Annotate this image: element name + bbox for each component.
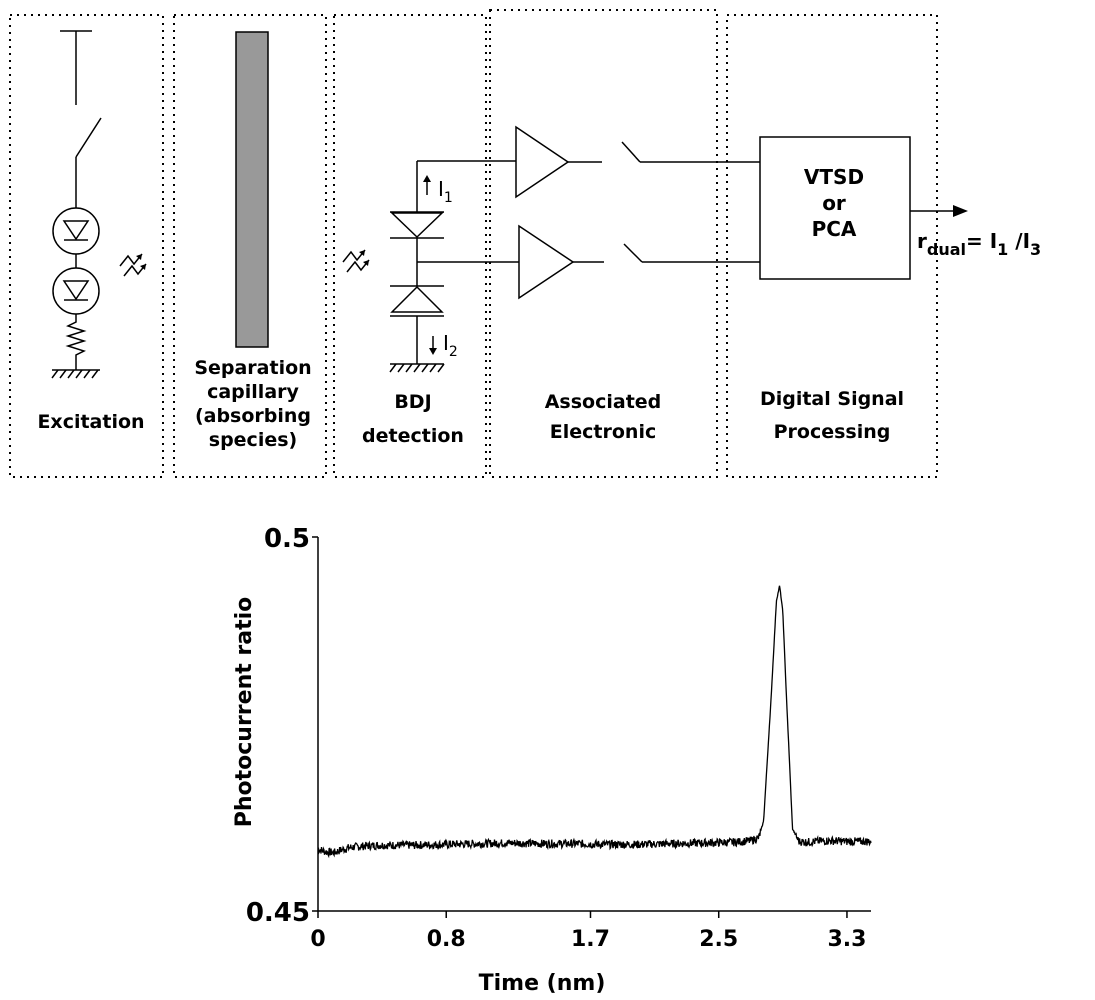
dsp-box-line-1: VTSD — [804, 165, 864, 189]
bdj-section: I1 I2 BDJ detection — [342, 161, 464, 447]
current-i1-arrow-icon — [423, 175, 431, 195]
y-ticks: 0.5 0.45 — [246, 524, 318, 928]
light-emission-icon — [119, 253, 147, 277]
dsp-label-1: Digital Signal — [760, 388, 904, 410]
capillary-section: Separation capillary (absorbing species) — [194, 31, 312, 451]
x-tick-label: 1.7 — [571, 927, 610, 952]
bdj-label-1: BDJ — [394, 391, 431, 413]
excitation-label: Excitation — [37, 411, 144, 433]
diode-upper — [390, 211, 444, 239]
y-tick-label: 0.45 — [246, 898, 310, 928]
switch-upper — [621, 141, 641, 163]
x-tick-label: 0.8 — [427, 927, 466, 952]
output-equation: rdual= I1 /I3 — [917, 229, 1041, 259]
led-1 — [52, 207, 100, 255]
current-i2-arrow-icon — [429, 336, 437, 355]
resistor — [65, 314, 87, 370]
amplifier-lower — [518, 224, 575, 300]
electronic-section: Associated Electronic — [417, 125, 760, 443]
current-i2-label: I2 — [443, 331, 458, 360]
electronic-label-1: Associated — [545, 391, 662, 413]
dsp-box — [759, 136, 911, 280]
dsp-box-line-2: or — [822, 191, 846, 215]
switch-blade — [75, 117, 102, 158]
ground-symbol — [51, 369, 100, 379]
photocurrent-chart: 0.5 0.45 0 0.8 1.7 2.5 3.3 Time (nm) Photocur… — [232, 524, 872, 996]
x-ticks: 0 0.8 1.7 2.5 3.3 — [310, 911, 866, 952]
x-tick-label: 2.5 — [699, 927, 738, 952]
dsp-box-line-3: PCA — [812, 217, 857, 241]
capillary-label-1: Separation — [194, 357, 311, 379]
series-line — [317, 585, 872, 859]
current-i1-label: I1 — [438, 177, 453, 206]
dsp-label-2: Processing — [774, 421, 891, 443]
electronic-frame — [489, 9, 718, 478]
diode-lower — [390, 285, 444, 317]
excitation-circuit: Excitation — [37, 30, 147, 433]
x-axis-label: Time (nm) — [479, 971, 606, 996]
y-tick-label: 0.5 — [264, 524, 310, 554]
separation-capillary — [235, 31, 269, 348]
section-frames — [9, 9, 938, 478]
y-axis-label: Photocurrent ratio — [232, 597, 257, 828]
dsp-section: VTSD or PCA rdual= I1 /I3 Digital Signal… — [759, 136, 1041, 443]
light-absorption-icon — [342, 249, 370, 273]
switch-lower — [623, 243, 643, 263]
capillary-label-4: species) — [209, 429, 297, 451]
x-tick-label: 0 — [310, 927, 325, 952]
bdj-label-2: detection — [362, 425, 464, 447]
dsp-frame — [726, 14, 938, 478]
x-tick-label: 3.3 — [827, 927, 866, 952]
electronic-label-2: Electronic — [550, 421, 656, 443]
led-2 — [52, 267, 100, 315]
ground-symbol-bdj — [389, 363, 445, 373]
capillary-label-3: (absorbing — [195, 405, 311, 427]
excitation-frame — [9, 14, 164, 478]
amplifier-upper — [515, 125, 570, 199]
output-arrow-icon — [910, 205, 968, 217]
capillary-label-2: capillary — [207, 381, 299, 403]
